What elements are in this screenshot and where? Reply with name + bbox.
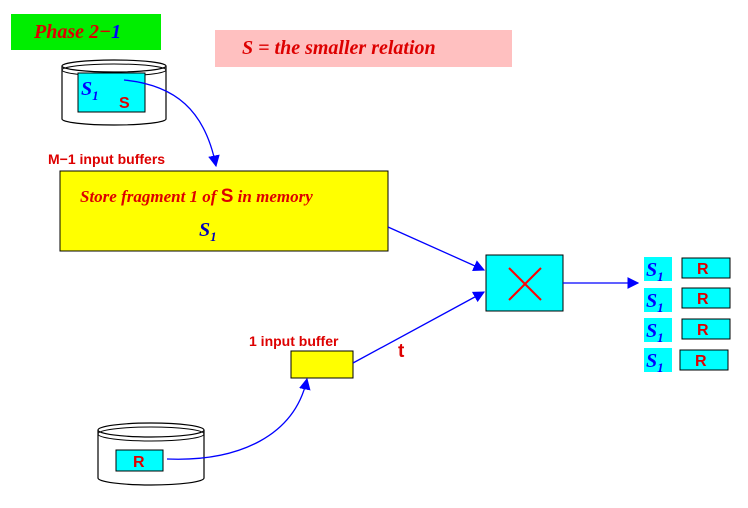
svg-text:R: R xyxy=(697,322,709,339)
svg-text:S1: S1 xyxy=(646,290,664,315)
join-operator-box xyxy=(485,254,564,312)
memory-buffer: Store fragment 1 of S in memory S1 xyxy=(59,170,389,252)
relation-note: S = the smaller relation xyxy=(215,30,512,67)
one-input-buffer xyxy=(290,350,354,379)
arrow-buffer-to-join xyxy=(352,291,486,364)
svg-text:S1: S1 xyxy=(646,350,664,375)
disk-r: R xyxy=(97,422,205,486)
result-row: S1 R xyxy=(644,257,731,284)
result-row: S1 R xyxy=(644,318,731,345)
svg-text:R: R xyxy=(697,291,709,308)
svg-text:Phase 2−1: Phase 2−1 xyxy=(33,21,121,43)
m-minus-1-buffers-label: M−1 input buffers xyxy=(48,151,165,167)
svg-text:S1: S1 xyxy=(646,320,664,345)
arrow-memory-to-join xyxy=(387,226,486,272)
disk-r-relation-label: R xyxy=(133,454,145,471)
svg-text:R: R xyxy=(697,261,709,278)
tuple-label: t xyxy=(398,341,405,362)
arrow-disk-r-to-buffer xyxy=(166,377,311,460)
one-input-buffer-label: 1 input buffer xyxy=(249,333,339,349)
phase-label: Phase 2−1 xyxy=(11,14,161,50)
memory-fragment-label: S1 xyxy=(199,219,217,244)
disk-s-relation-label: S xyxy=(119,95,130,112)
svg-text:S1: S1 xyxy=(646,259,664,284)
svg-text:S = the smaller relation: S = the smaller relation xyxy=(242,37,436,59)
result-tuples: S1 R S1 R S1 R S1 R xyxy=(644,257,731,375)
result-row: S1 R xyxy=(644,348,729,375)
arrow-disk-to-memory xyxy=(123,79,220,168)
disk-s: S1 S xyxy=(61,59,167,126)
svg-text:R: R xyxy=(695,353,707,370)
result-row: S1 R xyxy=(644,287,731,315)
memory-caption: Store fragment 1 of S in memory xyxy=(80,186,313,207)
disk-s-fragment-label: S1 xyxy=(81,78,99,103)
